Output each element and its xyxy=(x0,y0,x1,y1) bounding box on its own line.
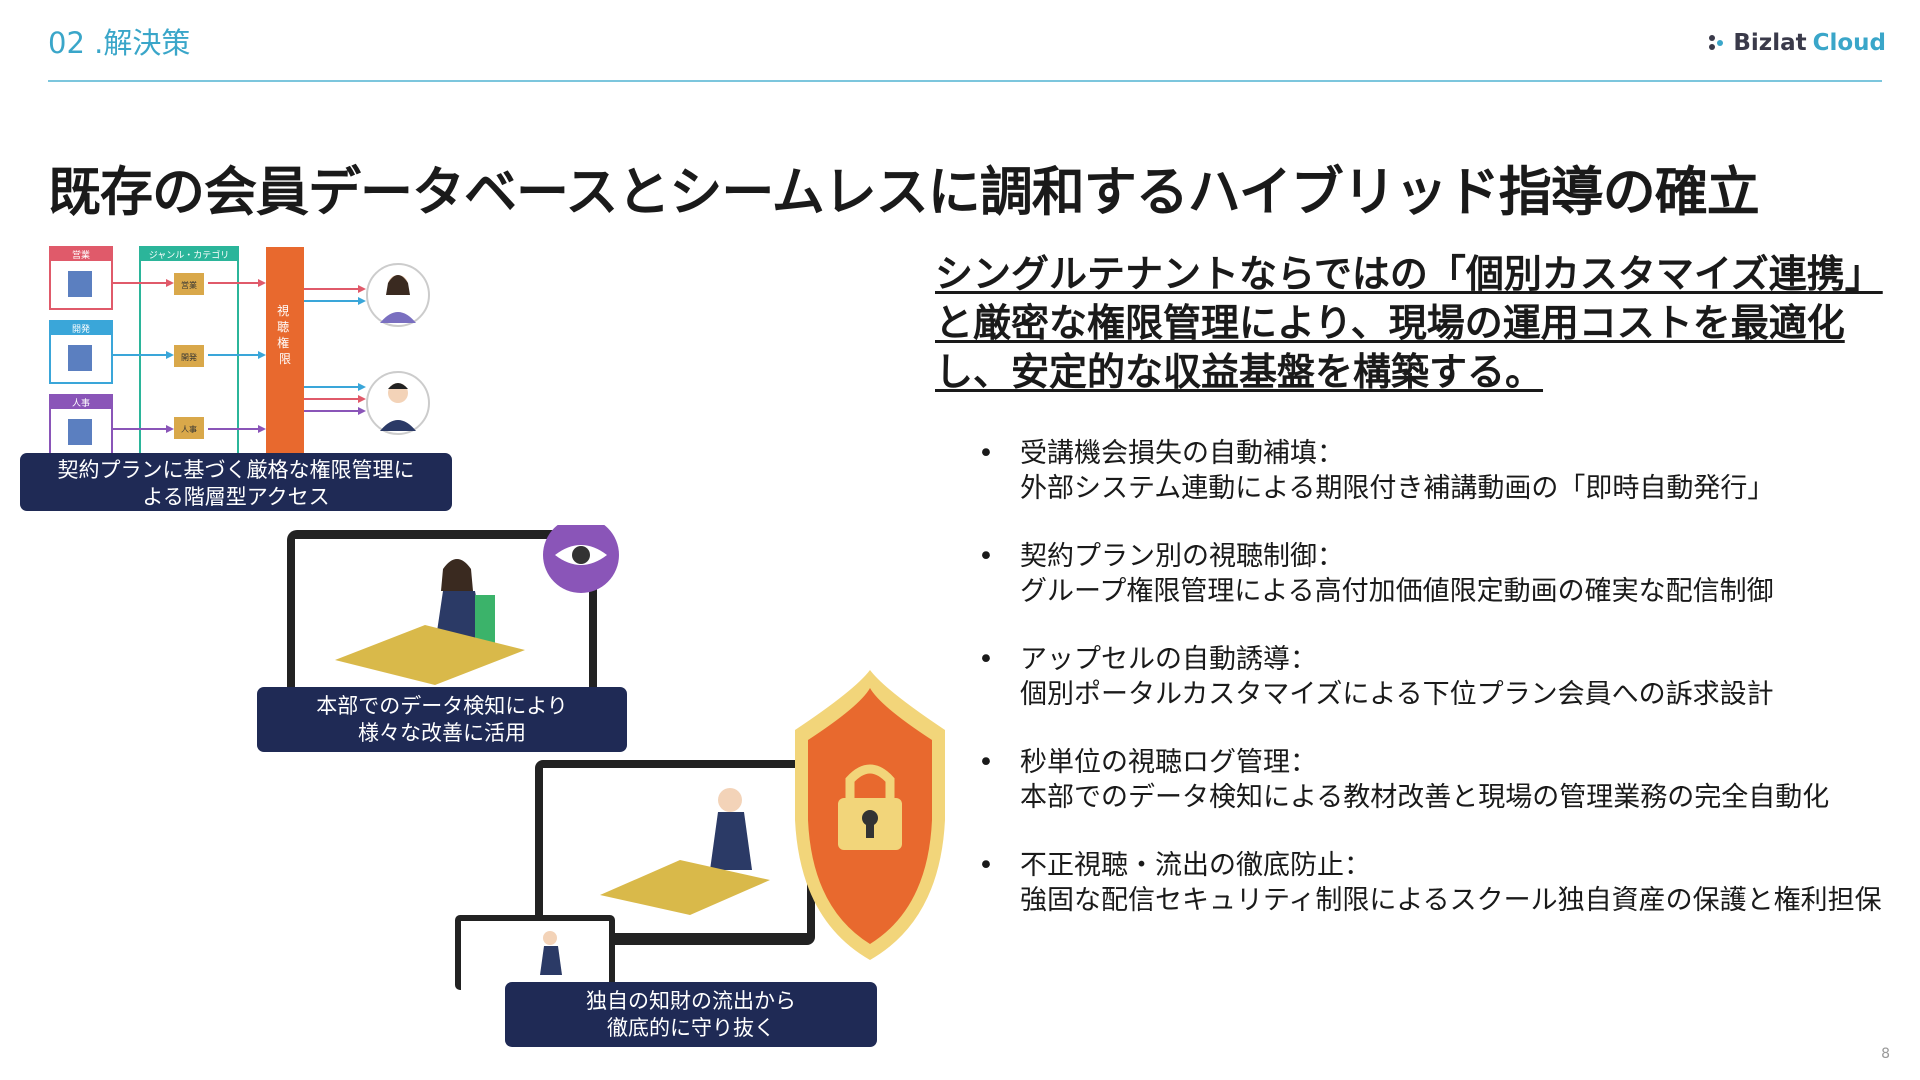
feature-title: 秒単位の視聴ログ管理： xyxy=(1020,747,1317,778)
feature-desc: 本部でのデータ検知による教材改善と現場の管理業務の完全自動化 xyxy=(1020,782,1830,813)
group-label: 人事 xyxy=(72,397,90,409)
security-scene xyxy=(455,670,945,990)
page-number: 8 xyxy=(1881,1046,1890,1062)
group-label: 開発 xyxy=(72,323,90,335)
section-label: 02 .解決策 xyxy=(48,26,191,60)
header-divider xyxy=(48,80,1882,82)
user-avatar-female xyxy=(366,263,430,327)
user-arrows xyxy=(304,285,366,415)
bullet-marker: • xyxy=(978,644,994,675)
caption-line: よる階層型アクセス xyxy=(142,485,330,509)
caption-line: 独自の知財の流出から xyxy=(586,989,796,1013)
caption-line: 本部でのデータ検知により xyxy=(316,694,568,718)
group-label: 営業 xyxy=(72,249,90,261)
lead-statement: シングルテナントならではの「個別カスタマイズ連携」と厳密な権限管理により、現場の… xyxy=(935,252,1883,394)
genre-column: ジャンル・カテゴリ 営業 開発 人事 xyxy=(139,246,239,455)
folder-icon xyxy=(174,345,204,367)
auth-char: 聴 xyxy=(277,320,289,334)
permission-diagram: 営業 開発 人事 ジャンル・カテゴリ 営業 開発 人事 xyxy=(49,246,430,455)
feature-desc: 個別ポータルカスタマイズによる下位プラン会員への訴求設計 xyxy=(1020,679,1774,710)
caption-permission: 契約プランに基づく厳格な権限管理に よる階層型アクセス xyxy=(20,453,452,511)
feature-title: 受講機会損失の自動補填： xyxy=(1020,438,1344,469)
bullet-marker: • xyxy=(978,850,994,881)
monitor-scene xyxy=(287,525,619,700)
caption-line: 徹底的に守り抜く xyxy=(607,1016,775,1040)
logo-suffix: Cloud xyxy=(1812,30,1886,56)
folder-label: 開発 xyxy=(181,353,197,362)
laptop xyxy=(455,915,615,990)
eye-icon xyxy=(543,525,619,593)
bullet-marker: • xyxy=(978,747,994,778)
document-stack-icon xyxy=(68,419,92,445)
shield-lock-icon xyxy=(795,670,945,960)
folder-label: 営業 xyxy=(181,280,197,290)
group-sales: 営業 xyxy=(49,246,113,310)
slide-headline: 既存の会員データベースとシームレスに調和するハイブリッド指導の確立 xyxy=(48,162,1760,223)
logo-mark-icon xyxy=(1709,35,1724,50)
list-item: • 秒単位の視聴ログ管理： 本部でのデータ検知による教材改善と現場の管理業務の完全自… xyxy=(978,745,1908,815)
folder-label: 人事 xyxy=(181,424,197,434)
auth-label: 視 聴 権 限 xyxy=(277,303,293,366)
desktop-monitor xyxy=(535,760,815,945)
presenter-illustration xyxy=(335,559,525,685)
genre-label: ジャンル・カテゴリ xyxy=(149,249,230,261)
feature-title: 不正視聴・流出の徹底防止： xyxy=(1020,850,1371,881)
feature-title: 契約プラン別の視聴制御： xyxy=(1020,541,1344,572)
folder-icon xyxy=(174,417,204,439)
brand-logo: Bizlat Cloud xyxy=(1707,30,1886,56)
user-avatar-male xyxy=(366,371,430,435)
document-stack-icon xyxy=(68,345,92,371)
auth-bar xyxy=(266,247,304,455)
caption-line: 契約プランに基づく厳格な権限管理に xyxy=(57,458,415,482)
caption-ip-protection: 独自の知財の流出から 徹底的に守り抜く xyxy=(505,982,877,1047)
auth-char: 権 xyxy=(277,335,289,350)
list-item: • 受講機会損失の自動補填： 外部システム連動による期限付き補講動画の「即時自動発行… xyxy=(978,436,1908,506)
feature-desc: 強固な配信セキュリティ制限によるスクール独自資産の保護と権利担保 xyxy=(1020,885,1882,916)
caption-line: 様々な改善に活用 xyxy=(358,721,526,745)
caption-data-detection: 本部でのデータ検知により 様々な改善に活用 xyxy=(257,687,627,752)
auth-char: 視 xyxy=(277,303,289,318)
group-arrows xyxy=(112,279,266,433)
document-stack-icon xyxy=(68,271,92,297)
list-item: • アップセルの自動誘導： 個別ポータルカスタマイズによる下位プラン会員への訴求設計 xyxy=(978,642,1908,712)
logo-name: Bizlat xyxy=(1733,30,1807,56)
feature-desc: 外部システム連動による期限付き補講動画の「即時自動発行」 xyxy=(1020,473,1775,504)
folder-icon xyxy=(174,273,204,295)
bullet-marker: • xyxy=(978,438,994,469)
bullet-marker: • xyxy=(978,541,994,572)
list-item: • 契約プラン別の視聴制御： グループ権限管理による高付加価値限定動画の確実な配信制… xyxy=(978,539,1908,609)
feature-desc: グループ権限管理による高付加価値限定動画の確実な配信制御 xyxy=(1020,576,1774,607)
feature-title: アップセルの自動誘導： xyxy=(1020,644,1317,675)
list-item: • 不正視聴・流出の徹底防止： 強固な配信セキュリティ制限によるスクール独自資産の保… xyxy=(978,848,1908,918)
auth-char: 限 xyxy=(279,352,291,366)
feature-list: • 受講機会損失の自動補填： 外部システム連動による期限付き補講動画の「即時自動発行… xyxy=(978,436,1908,951)
group-hr: 人事 xyxy=(49,394,113,455)
group-dev: 開発 xyxy=(49,320,113,384)
